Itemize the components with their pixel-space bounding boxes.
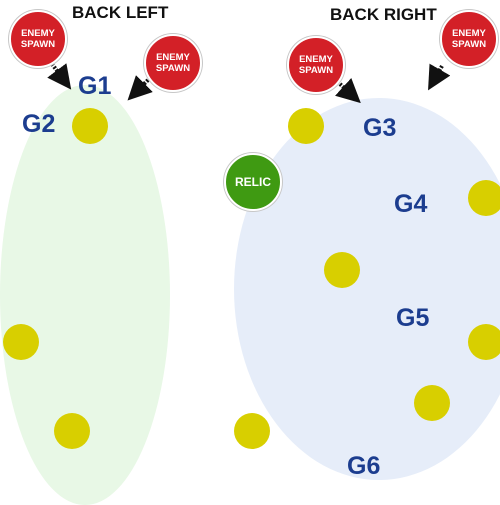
group-label-g1: G1 (78, 72, 112, 100)
point-left-mid (3, 324, 39, 360)
point-left-bottom (54, 413, 90, 449)
enemy-spawn-2: ENEMY SPAWN (144, 34, 202, 92)
point-g6 (414, 385, 450, 421)
arrow-spawn-1 (47, 62, 72, 90)
point-g3 (288, 108, 324, 144)
enemy-spawn-3: ENEMY SPAWN (287, 36, 345, 94)
point-g1 (72, 108, 108, 144)
back-left-header: BACK LEFT (72, 3, 169, 22)
point-right-bottom-left (234, 413, 270, 449)
group-label-g6: G6 (347, 452, 381, 480)
back-right-zone (234, 98, 500, 480)
arrow-spawn-3 (335, 78, 361, 104)
point-center (324, 252, 360, 288)
arrow-spawn-2 (127, 75, 153, 101)
group-label-g3: G3 (363, 114, 397, 142)
back-right-header: BACK RIGHT (330, 5, 437, 24)
point-g5 (468, 324, 500, 360)
point-g4 (468, 180, 500, 216)
relic-marker: RELIC (224, 153, 282, 211)
group-label-g2: G2 (22, 110, 56, 138)
enemy-spawn-4: ENEMY SPAWN (440, 10, 498, 68)
enemy-spawn-1: ENEMY SPAWN (9, 10, 67, 68)
arrow-spawn-4 (428, 63, 451, 91)
group-label-g4: G4 (394, 190, 428, 218)
group-label-g5: G5 (396, 304, 430, 332)
